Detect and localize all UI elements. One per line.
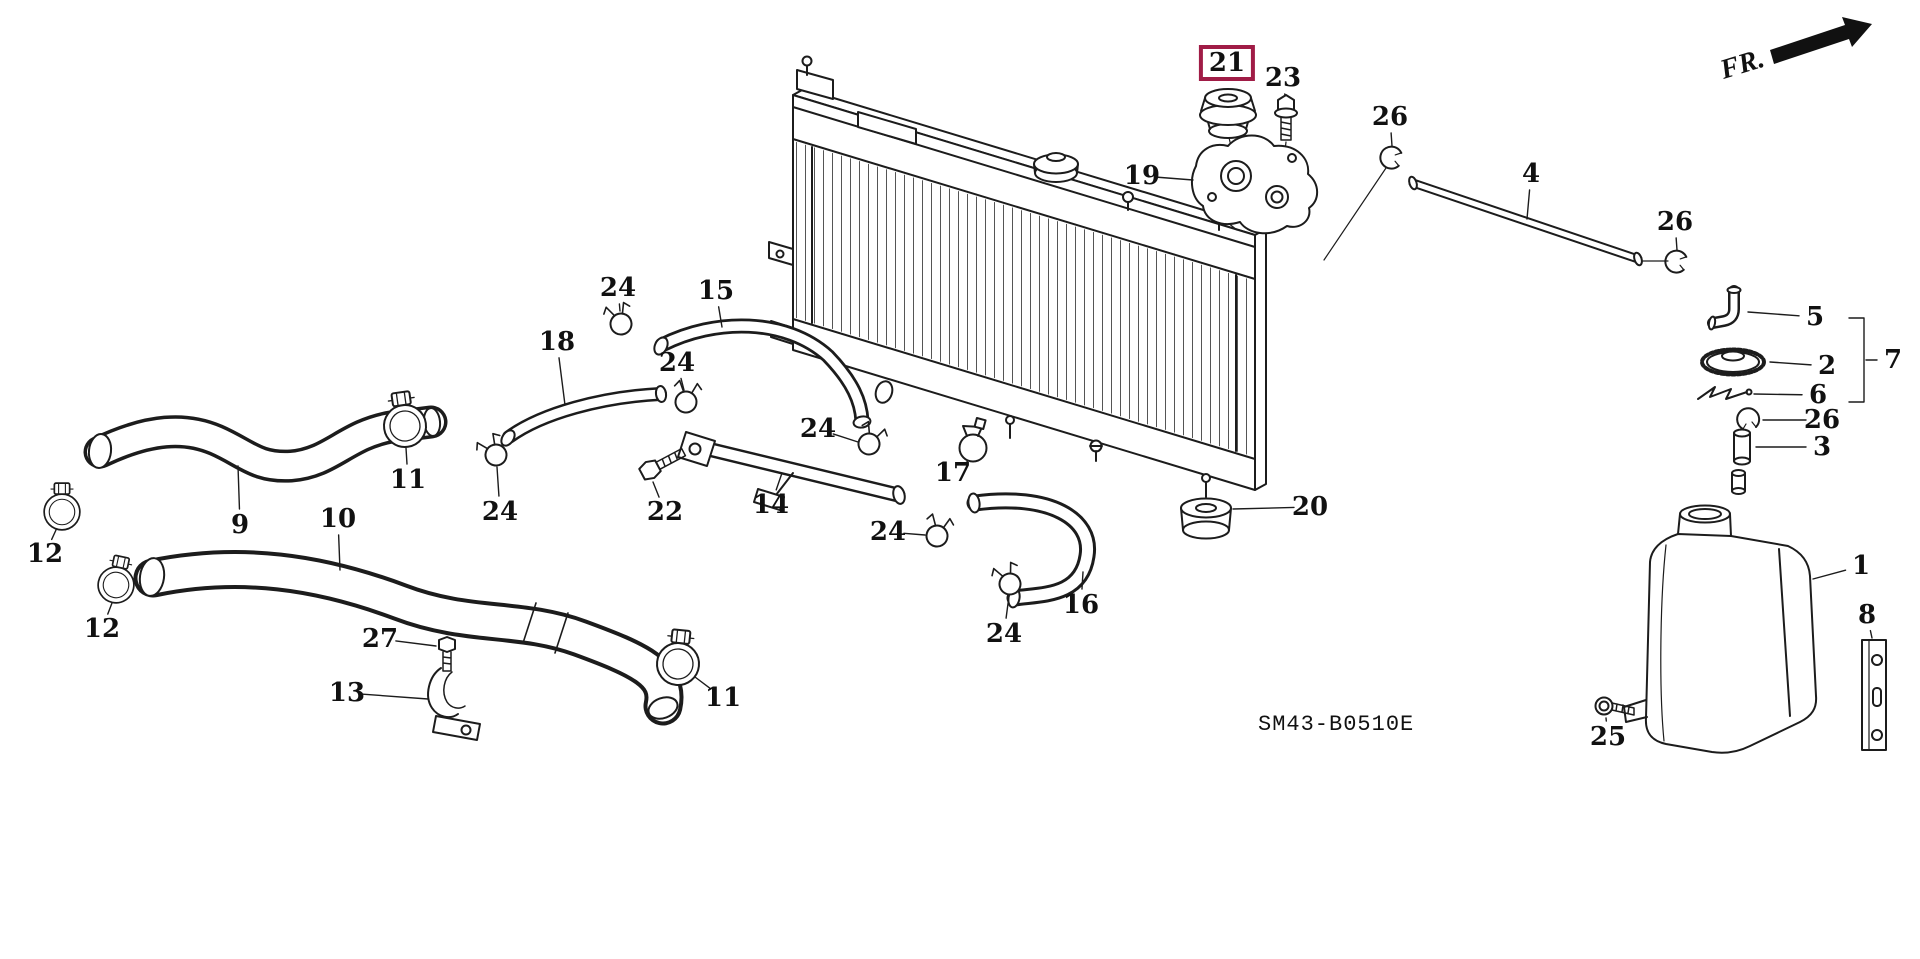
filler-pipe-drawing (677, 431, 906, 511)
part-label-2[interactable]: 2 (1817, 351, 1837, 381)
reserve-hose-a-drawing (653, 318, 872, 429)
drawing-code: SM43-B0510E (1258, 712, 1415, 737)
joint-elbow-drawing (1707, 285, 1742, 331)
part-label-7[interactable]: 7 (1883, 345, 1903, 375)
part-label-19[interactable]: 19 (1123, 161, 1161, 191)
part-label-24[interactable]: 24 (599, 273, 637, 303)
part-label-24[interactable]: 24 (869, 517, 907, 547)
part-label-24[interactable]: 24 (481, 497, 519, 527)
part-label-15[interactable]: 15 (697, 276, 735, 306)
part-label-26[interactable]: 26 (1371, 102, 1409, 132)
part-label-13[interactable]: 13 (328, 678, 366, 708)
part-label-12[interactable]: 12 (83, 614, 121, 644)
part-label-3[interactable]: 3 (1812, 432, 1832, 462)
reserve-tank-drawing (1623, 504, 1818, 754)
lower-cushion-drawing (1180, 497, 1232, 540)
tank-bolt-drawing (1594, 696, 1635, 716)
part-label-1[interactable]: 1 (1851, 551, 1871, 581)
group-bracket-7 (1848, 317, 1865, 403)
part-label-21[interactable]: 21 (1198, 45, 1256, 81)
part-label-24[interactable]: 24 (799, 414, 837, 444)
fr-arrow-icon (1770, 17, 1872, 64)
part-label-22[interactable]: 22 (646, 497, 684, 527)
mount-bracket-drawing (1190, 134, 1319, 235)
part-label-10[interactable]: 10 (319, 504, 357, 534)
part-label-26[interactable]: 26 (1656, 207, 1694, 237)
part-label-20[interactable]: 20 (1291, 492, 1329, 522)
part-label-11[interactable]: 11 (704, 683, 742, 713)
overflow-tube-drawing (1408, 175, 1643, 267)
part-label-25[interactable]: 25 (1589, 722, 1627, 752)
part-label-14[interactable]: 14 (752, 490, 790, 520)
tank-bracket-drawing (1861, 639, 1887, 751)
hose-bracket-drawing (427, 667, 481, 741)
connector-tube-drawing (1731, 428, 1751, 495)
part-label-4[interactable]: 4 (1521, 159, 1541, 189)
part-label-9[interactable]: 9 (230, 510, 250, 540)
part-label-5[interactable]: 5 (1805, 302, 1825, 332)
part-label-8[interactable]: 8 (1857, 600, 1877, 630)
pipe-bolt-drawing (638, 447, 687, 481)
wire-hook-drawing (1697, 386, 1753, 400)
mount-bolt-drawing (1274, 94, 1298, 141)
hose-clamp-b-drawing (958, 416, 988, 463)
upper-radiator-hose-drawing (83, 405, 448, 483)
reserve-hose-b-drawing (500, 385, 668, 447)
radiator-drawing (768, 55, 1267, 498)
part-label-11[interactable]: 11 (389, 465, 427, 495)
bypass-hose-drawing (966, 492, 1097, 609)
part-label-27[interactable]: 27 (361, 624, 399, 654)
part-label-17[interactable]: 17 (934, 458, 972, 488)
part-label-24[interactable]: 24 (658, 348, 696, 378)
part-label-24[interactable]: 24 (985, 619, 1023, 649)
mount-cushion-drawing (1199, 88, 1257, 139)
bracket-bolt-drawing (438, 636, 456, 672)
part-label-12[interactable]: 12 (26, 539, 64, 569)
part-label-18[interactable]: 18 (538, 327, 576, 357)
part-label-26[interactable]: 26 (1803, 405, 1841, 435)
leader-lines (50, 93, 1878, 722)
part-label-16[interactable]: 16 (1062, 590, 1100, 620)
lower-radiator-hose-drawing (133, 550, 684, 726)
tank-cap-drawing (1700, 347, 1766, 377)
part-label-23[interactable]: 23 (1264, 63, 1302, 93)
part-label-6[interactable]: 6 (1808, 380, 1828, 410)
